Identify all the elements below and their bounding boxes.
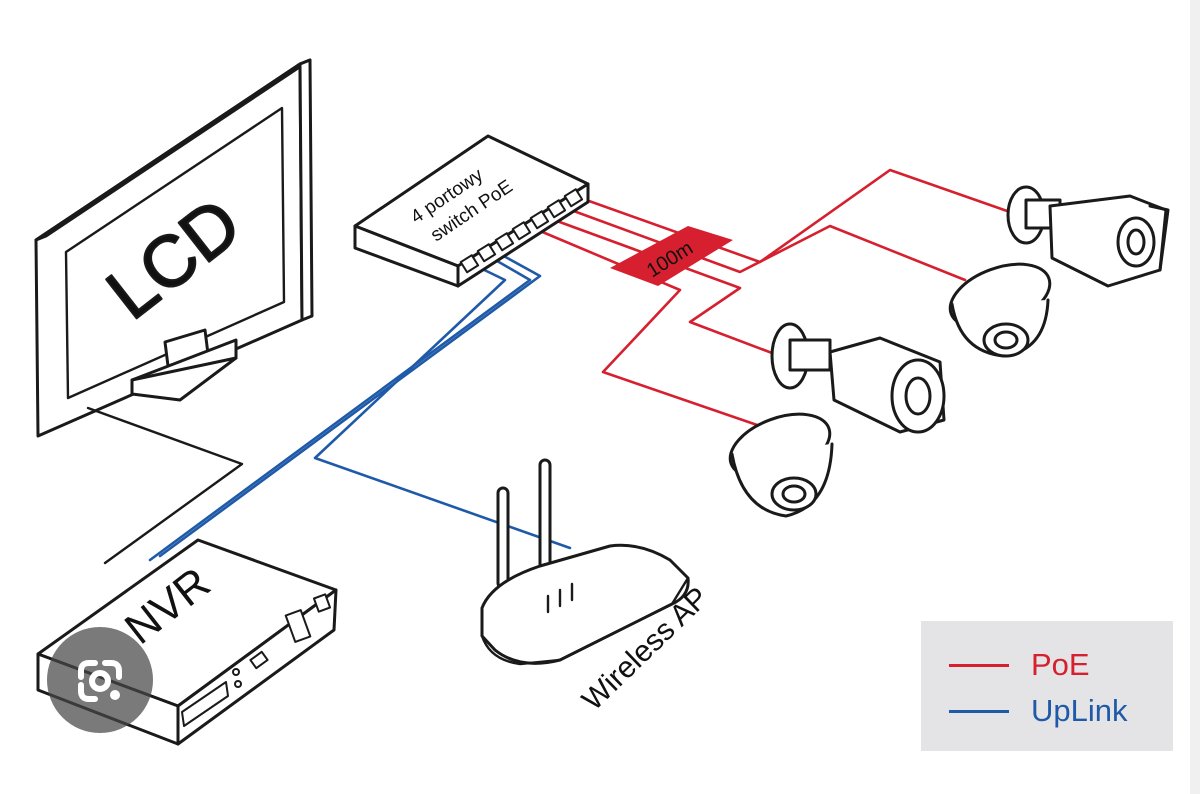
poe-cable-to-camera-2 xyxy=(558,204,967,282)
legend-item-uplink: UpLink xyxy=(949,693,1128,729)
poe-cable-to-camera-3 xyxy=(544,215,782,358)
legend-label-uplink: UpLink xyxy=(1031,693,1128,728)
dome-camera-1 xyxy=(948,262,1052,358)
uplink-line-swatch xyxy=(949,709,1009,713)
legend: PoE UpLink xyxy=(921,621,1173,751)
poe-cable-to-camera-4 xyxy=(531,226,762,428)
poe-switch xyxy=(353,134,590,288)
lcd-monitor xyxy=(34,58,314,565)
distance-tag: 100m xyxy=(610,226,733,286)
bullet-camera-1 xyxy=(1006,185,1170,288)
uplink-cable-to-nvr-2 xyxy=(158,252,542,558)
poe-line-swatch xyxy=(949,663,1009,667)
uplink-cable-to-nvr xyxy=(148,256,532,562)
legend-item-poe: PoE xyxy=(949,647,1090,683)
page-edge xyxy=(1190,0,1200,794)
legend-label-poe: PoE xyxy=(1031,647,1090,682)
dome-camera-2 xyxy=(728,412,834,518)
bullet-camera-2 xyxy=(770,322,946,434)
uplink-cables xyxy=(148,252,572,562)
google-lens-button[interactable] xyxy=(47,627,153,733)
poe-cable-to-camera-1 xyxy=(573,168,1012,264)
google-lens-icon xyxy=(78,660,122,702)
wireless-ap xyxy=(480,458,690,666)
uplink-cable-to-ap xyxy=(313,262,572,550)
